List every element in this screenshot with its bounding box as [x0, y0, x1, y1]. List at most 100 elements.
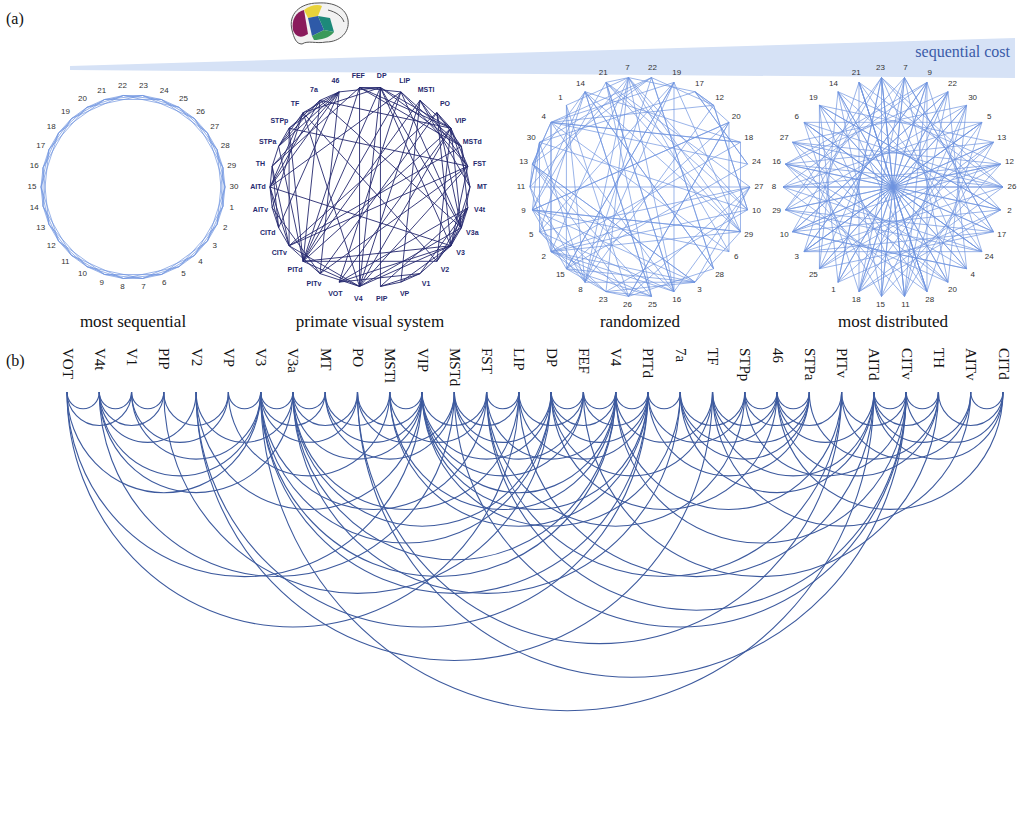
graph-edge: [87, 96, 143, 108]
area-name: V2: [441, 266, 450, 274]
node-number: 8: [578, 286, 582, 295]
node-number: 6: [162, 279, 166, 288]
graph-edge: [123, 96, 161, 100]
area-label: V3: [253, 348, 270, 366]
connection-arc: [261, 392, 551, 543]
node-number: 21: [599, 69, 608, 78]
connection-arc: [745, 392, 777, 409]
graph-edge: [540, 232, 674, 292]
graph-edge: [530, 142, 540, 187]
node-number: 29: [227, 162, 236, 171]
area-label: MSTl: [382, 348, 399, 383]
node-number: 13: [997, 134, 1006, 143]
node-number: 30: [968, 94, 977, 103]
node-number: 14: [30, 204, 39, 213]
graph-edge: [195, 119, 223, 168]
graph-edge: [320, 166, 468, 273]
graph-edge: [59, 107, 87, 133]
node-number: 22: [648, 64, 657, 73]
area-label: V2: [188, 348, 205, 366]
graph-edge: [585, 282, 695, 283]
graph-edge: [532, 92, 585, 210]
node-number: 22: [948, 80, 957, 89]
graph-edge: [551, 122, 729, 251]
graph-edge: [380, 88, 461, 228]
connection-arc: [906, 392, 1003, 442]
graph-edge: [270, 187, 279, 228]
graph-edge: [143, 96, 179, 108]
graph-edge: [585, 92, 714, 269]
node-number: 2: [1007, 207, 1011, 216]
node-number: 24: [160, 87, 169, 96]
graph-edge: [585, 78, 651, 283]
node-number: 27: [780, 134, 789, 143]
graph-edge: [540, 92, 695, 143]
node-number: 6: [734, 253, 738, 262]
area-label: VIP: [414, 348, 431, 372]
graph-edge: [532, 210, 566, 269]
graph-edge: [859, 82, 982, 251]
node-number: 9: [521, 207, 525, 216]
graph-edge: [793, 142, 1001, 164]
node-number: 13: [519, 158, 528, 167]
connection-arc: [487, 392, 745, 526]
connection-arc: [390, 392, 487, 442]
node-number: 3: [795, 253, 799, 262]
graph-edge: [289, 128, 468, 166]
connection-arc: [293, 392, 325, 409]
connection-arc: [99, 392, 131, 409]
area-label: MT: [317, 348, 334, 371]
connection-arc: [67, 392, 99, 409]
graph-edge: [783, 82, 927, 187]
area-label: 46: [769, 348, 786, 363]
graph-edge: [272, 113, 303, 208]
graph-edge: [606, 82, 748, 209]
area-name: LIP: [399, 77, 410, 85]
graph-edge: [819, 105, 993, 142]
graph-edge: [695, 187, 750, 282]
connection-arc: [551, 392, 648, 442]
connection-arc: [487, 392, 907, 610]
graph-edge: [272, 88, 359, 167]
area-label: PO: [349, 348, 366, 367]
node-number: 4: [198, 258, 202, 267]
connection-arc: [422, 392, 680, 526]
graph-edge: [380, 274, 420, 287]
node-number: 25: [809, 271, 818, 280]
connection-arc: [99, 392, 260, 476]
node-number: 5: [987, 113, 991, 122]
connection-arc: [357, 392, 454, 442]
graph-caption: most sequential: [80, 313, 186, 332]
graph-edge: [804, 122, 1003, 187]
graph-edge: [303, 100, 420, 261]
area-label: DP: [543, 348, 560, 367]
node-number: 14: [576, 80, 585, 89]
graph-edge: [270, 166, 272, 187]
node-number: 2: [223, 224, 227, 233]
area-label: STPp: [737, 348, 754, 381]
connection-arc: [196, 392, 293, 442]
connection-arc: [777, 392, 874, 442]
graph-edge: [629, 78, 741, 232]
graph-edge: [360, 88, 451, 129]
area-name: VOT: [328, 290, 342, 298]
graph-edge: [695, 232, 740, 283]
node-number: 13: [36, 224, 45, 233]
graph-edge: [530, 142, 540, 187]
graph-edge: [540, 142, 748, 210]
graph-edge: [272, 166, 278, 227]
node-number: 18: [744, 134, 753, 143]
graph-edge: [551, 252, 651, 297]
area-label: AITv: [963, 348, 980, 381]
area-label: VOT: [59, 348, 76, 379]
graph-edge: [540, 92, 585, 232]
graph-edge: [339, 128, 451, 282]
connection-arc: [777, 392, 1003, 509]
graph-edge: [143, 96, 195, 119]
connection-arc: [874, 392, 1003, 459]
node-number: 25: [179, 95, 188, 104]
graph-edge: [530, 187, 585, 282]
node-number: 17: [997, 231, 1006, 240]
graph-edge: [289, 92, 339, 128]
graph-edge: [530, 187, 551, 252]
